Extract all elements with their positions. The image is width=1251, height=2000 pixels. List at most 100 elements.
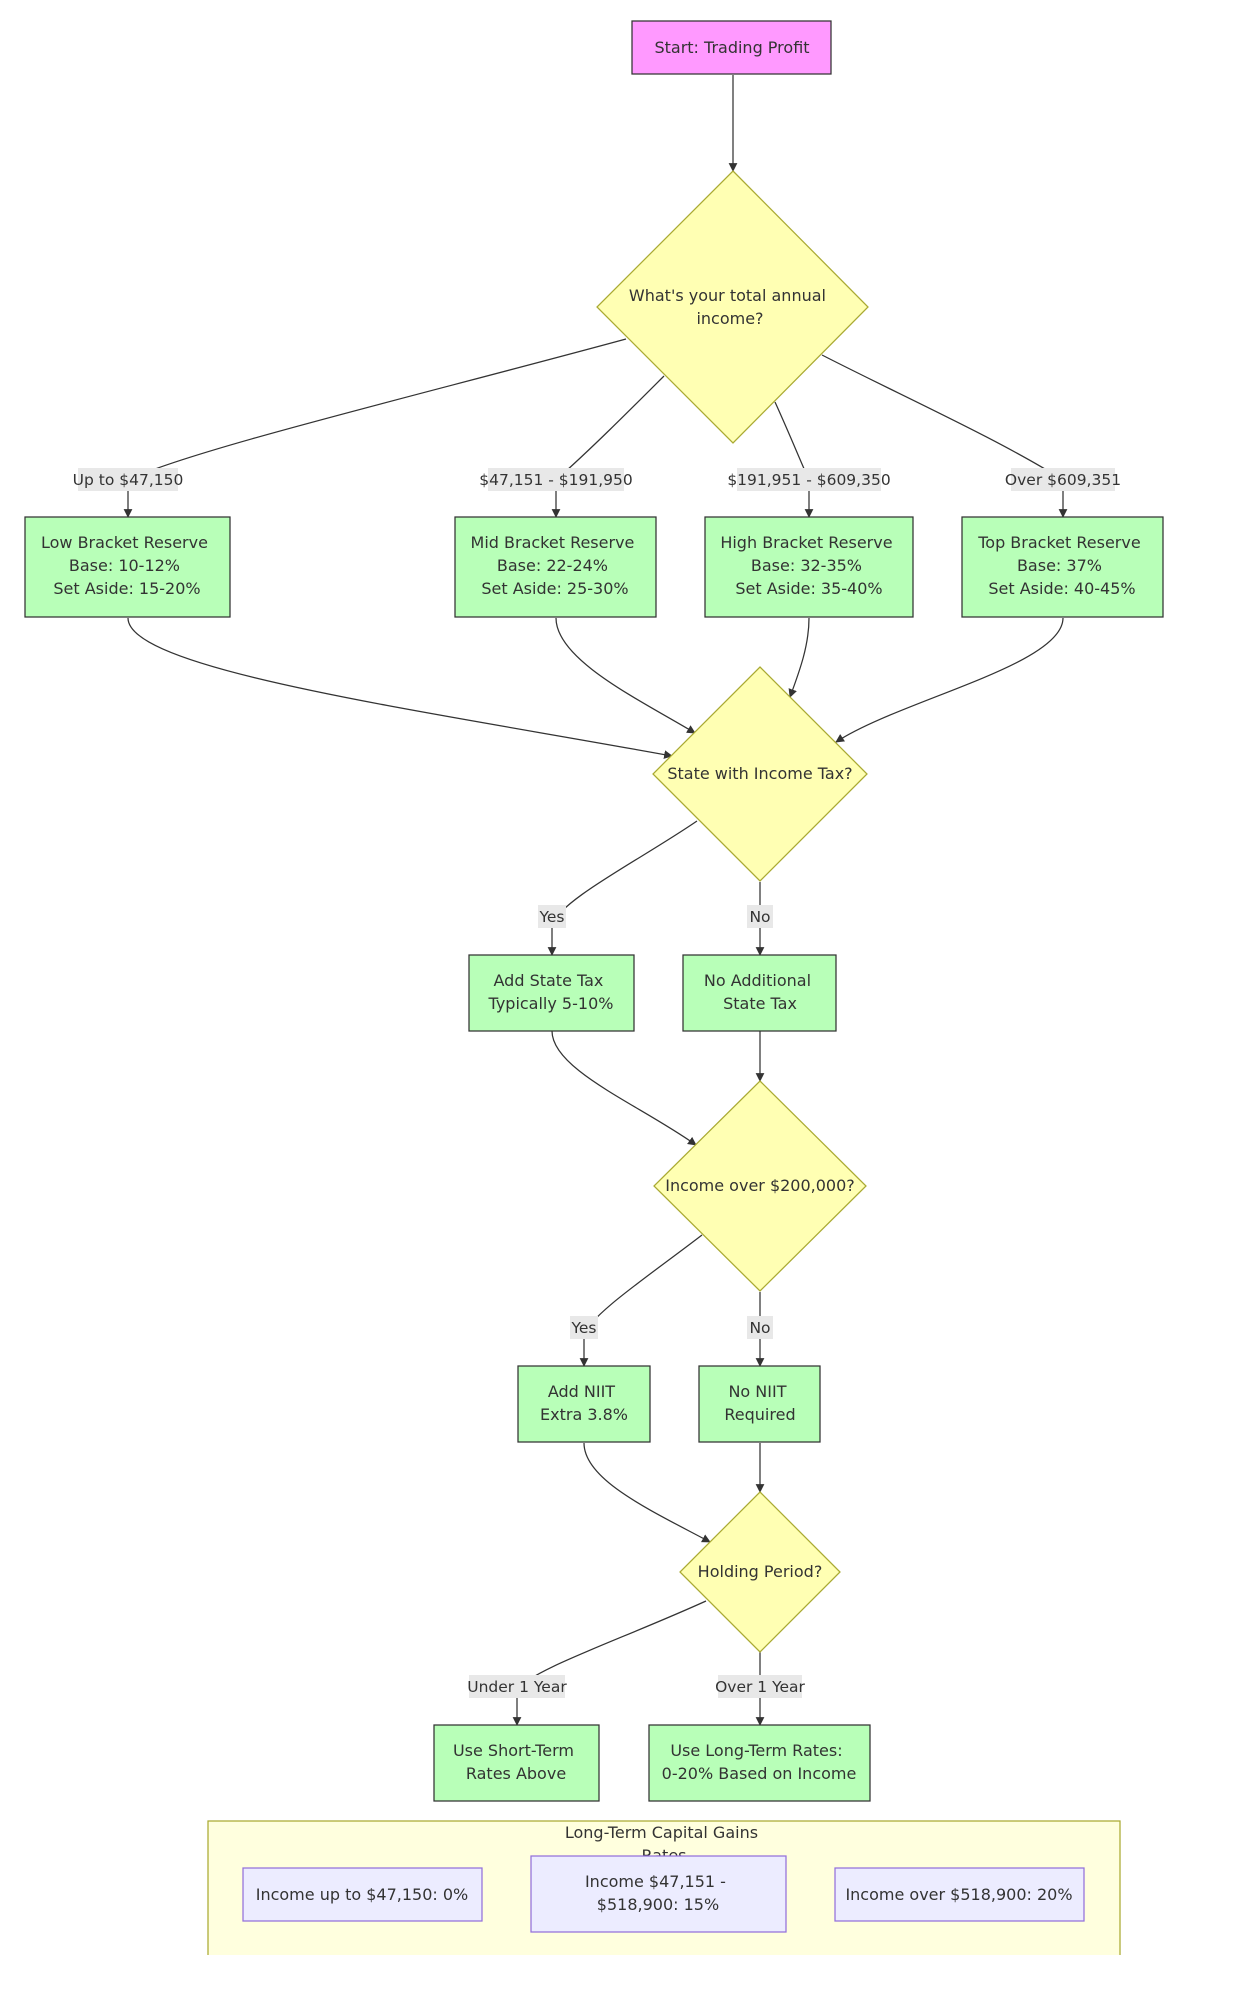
long-term-label: Use Long-Term Rates: 0-20% Based on Inco…: [662, 1741, 857, 1783]
edge-label-bg-niit-yes: [570, 1316, 598, 1339]
add-niit-line-1: Add NIIT: [548, 1382, 615, 1401]
edge-income-to-high: [774, 401, 814, 518]
edge-label-bg-niit-no: [747, 1316, 773, 1339]
edge-low-to-state: [127, 617, 673, 759]
income-decision-line-1: What's your total annual: [629, 286, 826, 305]
no-state-tax-label: No Additional State Tax: [704, 971, 816, 1013]
state-decision-label: State with Income Tax?: [667, 764, 852, 783]
edge-high-to-state: [788, 617, 810, 698]
high-bracket-line-2: Base: 32-35%: [751, 556, 862, 575]
income-decision-line-2: income?: [696, 309, 763, 328]
edge-label-state-no: No: [749, 908, 770, 926]
rate-15-node: [530, 1855, 787, 1933]
mid-bracket-label: Mid Bracket Reserve Base: 22-24% Set Asi…: [471, 533, 640, 598]
edge-label-bg-47151-191950: [488, 468, 624, 491]
rate-15-label: Income $47,151 - $518,900: 15%: [585, 1872, 731, 1914]
edges: [123, 75, 1068, 1726]
nodes: Start: Trading Profit What's your total …: [24, 20, 1164, 1933]
rate-20-label: Income over $518,900: 20%: [845, 1885, 1072, 1904]
rate-0-node: [242, 1867, 483, 1922]
long-term-node: [648, 1724, 871, 1802]
edge-add-state-to-niit: [551, 1030, 697, 1146]
edge-income-to-mid: [551, 375, 665, 518]
add-state-tax-node: [468, 954, 635, 1032]
niit-decision-node: [653, 1080, 867, 1292]
short-term-label: Use Short-Term Rates Above: [453, 1741, 579, 1783]
edge-label-bg-under-1-year: [469, 1675, 565, 1698]
mid-bracket-line-1: Mid Bracket Reserve: [471, 533, 635, 552]
short-term-line-2: Rates Above: [466, 1764, 566, 1783]
edge-income-to-top: [821, 354, 1068, 518]
low-bracket-label: Low Bracket Reserve Base: 10-12% Set Asi…: [41, 533, 213, 598]
high-bracket-node: [704, 516, 914, 618]
edge-niit-to-add-niit: [579, 1234, 703, 1367]
income-decision-label: What's your total annual income?: [629, 286, 831, 328]
no-niit-node: [698, 1365, 821, 1443]
edge-label-47151-191950: $47,151 - $191,950: [479, 471, 633, 489]
short-term-node: [433, 1724, 600, 1802]
add-state-tax-label: Add State Tax Typically 5-10%: [488, 971, 614, 1013]
add-state-tax-line-2: Typically 5-10%: [488, 994, 614, 1013]
edge-label-bg-up-to-47150: [78, 468, 178, 491]
mid-bracket-line-2: Base: 22-24%: [497, 556, 608, 575]
rate-15-line-1: Income $47,151 -: [585, 1872, 726, 1891]
add-niit-line-2: Extra 3.8%: [540, 1405, 628, 1424]
income-decision-node: [596, 170, 869, 444]
mid-bracket-line-3: Set Aside: 25-30%: [481, 579, 628, 598]
edge-label-up-to-47150: Up to $47,150: [73, 471, 184, 489]
add-state-tax-line-1: Add State Tax: [494, 971, 604, 990]
rate-20-node: [834, 1867, 1085, 1922]
edge-add-niit-to-holding: [583, 1442, 711, 1543]
edge-label-niit-no: No: [749, 1319, 770, 1337]
long-term-line-1: Use Long-Term Rates:: [670, 1741, 842, 1760]
add-niit-label: Add NIIT Extra 3.8%: [540, 1382, 628, 1424]
no-state-tax-node: [682, 954, 837, 1032]
low-bracket-line-1: Low Bracket Reserve: [41, 533, 208, 552]
no-niit-label: No NIIT Required: [724, 1382, 795, 1424]
niit-decision-label: Income over $200,000?: [665, 1176, 855, 1195]
edge-label-niit-yes: Yes: [570, 1319, 596, 1337]
edge-label-bg-state-no: [747, 905, 773, 928]
edge-top-to-state: [835, 617, 1064, 743]
rate-0-label: Income up to $47,150: 0%: [256, 1885, 469, 1904]
high-bracket-line-1: High Bracket Reserve: [720, 533, 892, 552]
start-node: [631, 20, 832, 75]
low-bracket-line-3: Set Aside: 15-20%: [53, 579, 200, 598]
start-node-label: Start: Trading Profit: [654, 38, 809, 57]
edge-label-bg-over-609351: [1011, 468, 1115, 491]
edge-label-191951-609350: $191,951 - $609,350: [727, 471, 890, 489]
top-bracket-node: [961, 516, 1164, 618]
short-term-line-1: Use Short-Term: [453, 1741, 574, 1760]
no-niit-line-1: No NIIT: [728, 1382, 786, 1401]
edge-mid-to-state: [555, 617, 696, 734]
mid-bracket-node: [454, 516, 657, 618]
edge-holding-to-short-term: [512, 1600, 707, 1726]
top-bracket-line-3: Set Aside: 40-45%: [988, 579, 1135, 598]
state-decision-node: [652, 666, 868, 882]
edge-label-over-609351: Over $609,351: [1005, 471, 1121, 489]
edge-label-bg-state-yes: [538, 905, 566, 928]
edge-label-state-yes: Yes: [538, 908, 564, 926]
edge-labels: Up to $47,150 $47,151 - $191,950 $191,95…: [73, 468, 1121, 1698]
top-bracket-line-2: Base: 37%: [1017, 556, 1102, 575]
edge-label-under-1-year: Under 1 Year: [467, 1678, 567, 1696]
no-state-tax-line-2: State Tax: [723, 994, 797, 1013]
top-bracket-line-1: Top Bracket Reserve: [977, 533, 1140, 552]
long-term-line-2: 0-20% Based on Income: [662, 1764, 857, 1783]
high-bracket-line-3: Set Aside: 35-40%: [735, 579, 882, 598]
edge-label-over-1-year: Over 1 Year: [715, 1678, 805, 1696]
holding-period-label: Holding Period?: [698, 1562, 823, 1581]
edge-state-to-add-state: [547, 820, 698, 956]
top-bracket-label: Top Bracket Reserve Base: 37% Set Aside:…: [977, 533, 1146, 598]
holding-period-decision-node: [679, 1491, 841, 1653]
add-niit-node: [517, 1365, 651, 1443]
edge-label-bg-191951-609350: [737, 468, 881, 491]
rate-15-line-2: $518,900: 15%: [597, 1895, 719, 1914]
low-bracket-node: [24, 516, 231, 618]
no-niit-line-2: Required: [724, 1405, 795, 1424]
subgraph-title-line-1: Long-Term Capital Gains: [565, 1823, 758, 1842]
low-bracket-line-2: Base: 10-12%: [69, 556, 180, 575]
edge-label-bg-over-1-year: [718, 1675, 802, 1698]
high-bracket-label: High Bracket Reserve Base: 32-35% Set As…: [720, 533, 897, 598]
